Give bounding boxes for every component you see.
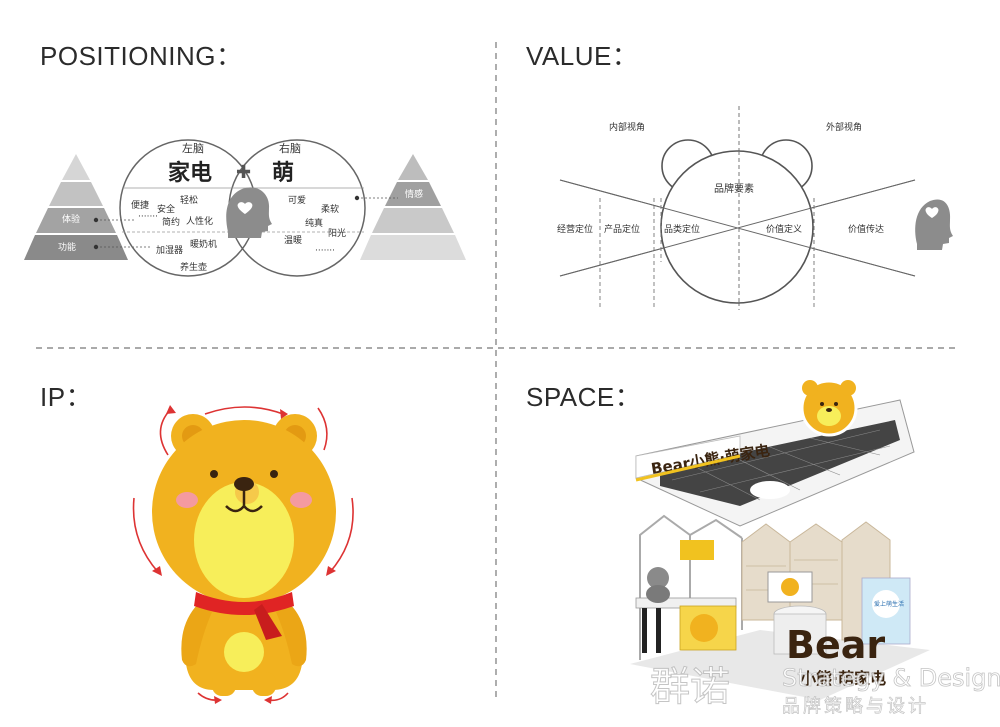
right-brain-label: 右脑 xyxy=(279,141,301,155)
outer-view-label: 外部视角 xyxy=(826,121,862,133)
arrow-heads xyxy=(152,405,336,704)
watermark: 群诺 Strategy & Design 品牌策略与设计 xyxy=(650,664,1000,718)
pyramid-label-experience: 体验 xyxy=(62,213,80,225)
attr-humane: 人性化 xyxy=(186,215,213,227)
positioning-diagram: 体验 功能 情感 左脑 右脑 家电 萌 ✚ xyxy=(24,139,466,277)
watermark-cn: 群诺 xyxy=(650,664,730,710)
value-title: VALUE： xyxy=(526,41,639,71)
inner-view-label: 内部视角 xyxy=(609,121,645,133)
left-word: 家电 xyxy=(168,160,212,186)
dots-right: ······· xyxy=(315,246,335,256)
attr-humidifier: 加湿器 xyxy=(156,245,183,256)
attr-convenient: 便捷 xyxy=(131,199,149,211)
attr-easy: 轻松 xyxy=(180,194,198,206)
ip-title: IP： xyxy=(40,382,93,412)
booth-illustration: Bear 小熊·萌家电 xyxy=(630,379,930,700)
right-word: 萌 xyxy=(272,161,294,186)
row-product: 产品定位 xyxy=(604,223,640,235)
left-pyramid: 体验 功能 xyxy=(24,154,128,260)
watermark-en: Strategy & Design xyxy=(782,664,1000,692)
poster-text: 爱上萌生活 xyxy=(874,600,904,608)
attr-warm: 温暖 xyxy=(284,234,302,246)
row-value-def: 价值定义 xyxy=(766,223,802,235)
center-label: 品牌要素 xyxy=(714,182,754,195)
watermark-sub: 品牌策略与设计 xyxy=(782,696,929,717)
booth-sub-logo: 小熊·萌家电 xyxy=(800,669,886,688)
pyramid-label-emotion: 情感 xyxy=(405,188,423,200)
positioning-title: POSITIONING： xyxy=(40,41,243,71)
left-brain-label: 左脑 xyxy=(182,142,204,155)
attr-safe: 安全 xyxy=(157,203,175,215)
booth-big-logo: Bear xyxy=(786,623,885,667)
head-heart-icon-right xyxy=(915,199,953,250)
space-title: SPACE： xyxy=(526,382,642,412)
right-pyramid: 情感 xyxy=(360,154,466,260)
attr-sunny: 阳光 xyxy=(328,227,346,239)
row-operation: 经营定位 xyxy=(557,223,593,235)
attr-pure: 纯真 xyxy=(305,217,323,229)
attr-milk-warmer: 暖奶机 xyxy=(190,238,217,250)
attr-health-pot: 养生壶 xyxy=(180,261,207,273)
value-diagram: 内部视角 外部视角 品牌要素 经营定位 产品定位 品类定位 价值定义 价值传达 xyxy=(557,106,953,310)
row-value-com: 价值传达 xyxy=(848,223,884,235)
dots-left: ······· xyxy=(138,212,158,222)
attr-soft: 柔软 xyxy=(321,203,339,215)
attr-simple: 简约 xyxy=(162,216,180,228)
head-heart-icon xyxy=(226,187,272,238)
row-category: 品类定位 xyxy=(664,223,700,235)
attr-cute: 可爱 xyxy=(288,195,306,206)
pyramid-label-function: 功能 xyxy=(58,241,76,253)
bear-head-outline xyxy=(559,139,916,304)
bear-mascot xyxy=(132,405,354,704)
plus-icon: ✚ xyxy=(236,162,251,183)
